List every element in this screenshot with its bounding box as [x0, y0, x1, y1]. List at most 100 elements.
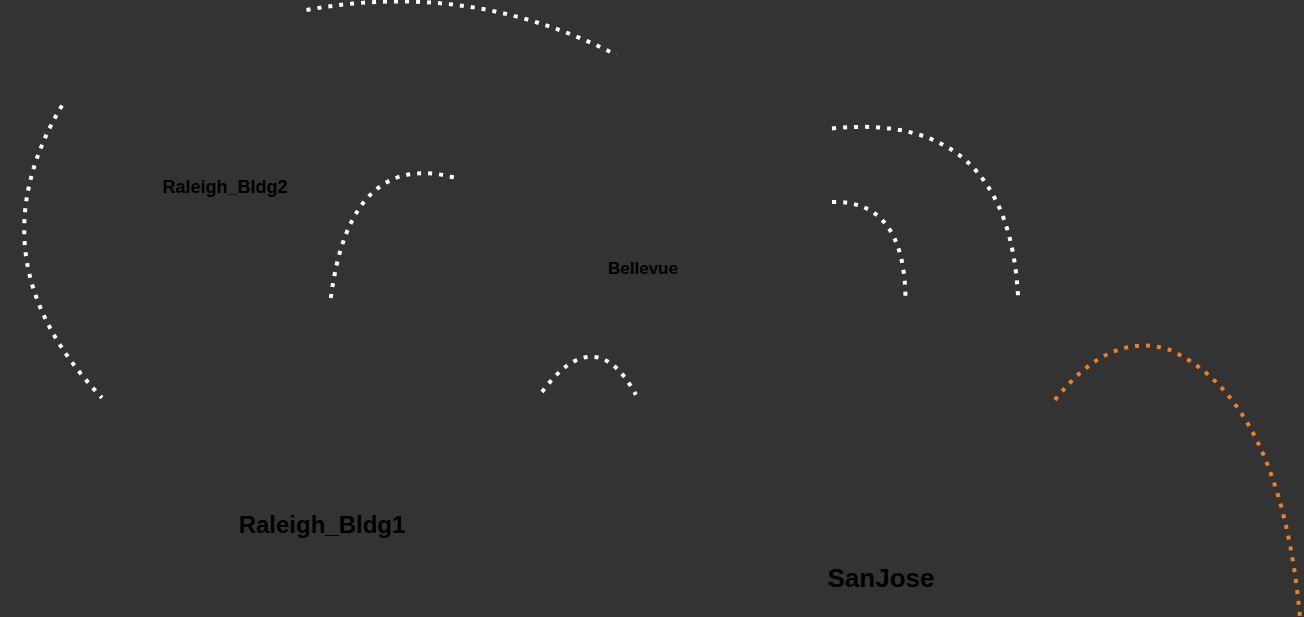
dotted-link	[832, 127, 1018, 300]
server-vent	[534, 159, 553, 160]
monitor-group	[649, 95, 753, 171]
server-vent	[230, 353, 252, 354]
server-vent	[153, 103, 171, 104]
site-cylinder: Raleigh_Bldg2	[62, 10, 388, 222]
server-vent	[563, 102, 582, 103]
monitor-side	[924, 368, 938, 429]
server-front	[557, 65, 589, 124]
dotted-link	[542, 357, 636, 395]
server-vent	[574, 155, 593, 156]
monitor-screen	[375, 350, 409, 381]
monitor-group	[233, 52, 332, 125]
monitor-screen	[987, 403, 1029, 442]
server-vent	[563, 99, 582, 100]
server-vent	[796, 438, 823, 439]
server-top	[733, 341, 791, 349]
monitor-group	[329, 344, 448, 431]
server-vent	[796, 432, 823, 433]
monitor-trace	[667, 140, 690, 153]
cylinder-side	[104, 400, 540, 580]
monitor-trace	[250, 95, 272, 108]
monitor-body	[659, 129, 699, 167]
server-vent	[197, 409, 219, 410]
server-slot	[536, 100, 552, 101]
server-front	[236, 340, 273, 428]
server-vent	[742, 412, 769, 413]
server-vent	[142, 62, 160, 63]
monitor-trace	[692, 106, 715, 119]
server-vent	[796, 427, 823, 428]
cylinder-top	[64, 37, 386, 147]
server-slot	[744, 362, 766, 363]
server-vent	[142, 54, 160, 55]
server-slot	[565, 71, 581, 72]
server-front	[136, 19, 166, 74]
server-vent	[244, 418, 266, 419]
server-vent	[230, 363, 252, 364]
monitor-body	[242, 84, 280, 120]
server-slot	[199, 350, 218, 351]
server-vent	[781, 361, 808, 362]
server-vent	[142, 65, 160, 66]
server-vent	[781, 369, 808, 370]
site-label: Bellevue	[454, 260, 832, 277]
server-side	[777, 341, 791, 453]
server-vent	[244, 392, 266, 393]
monitor-body	[402, 366, 448, 409]
server-front	[788, 350, 832, 454]
server-front	[223, 309, 260, 377]
server-group	[733, 305, 846, 454]
server-slot	[799, 362, 821, 363]
monitor-trace	[722, 125, 745, 138]
server-vent	[142, 51, 160, 52]
monitor-trace	[991, 411, 1024, 430]
server-vent	[574, 144, 593, 145]
server-vent	[796, 443, 823, 444]
server-vent	[153, 89, 171, 90]
server-group	[528, 58, 611, 167]
server-vent	[534, 155, 553, 156]
monitor-side	[257, 52, 266, 93]
server-front	[190, 340, 227, 428]
server-side	[589, 58, 599, 123]
server-top	[136, 13, 175, 19]
server-vent	[142, 59, 160, 60]
server-vent	[244, 401, 266, 402]
monitor-side	[649, 129, 658, 172]
server-vent	[116, 103, 134, 104]
server-front	[568, 91, 600, 167]
cylinder-top	[638, 340, 1124, 500]
server-vent	[230, 366, 252, 367]
server-vent	[142, 68, 160, 69]
server-vent	[116, 92, 134, 93]
server-vent	[563, 105, 582, 106]
server-front	[772, 313, 816, 394]
monitor-trace	[378, 357, 404, 372]
server-top	[788, 341, 846, 349]
server-side	[227, 332, 239, 427]
monitor-side	[966, 395, 980, 456]
server-vent	[534, 140, 553, 141]
server-front	[528, 91, 560, 167]
server-group	[190, 302, 286, 428]
server-vent	[153, 85, 171, 86]
site-cylinder: Bellevue	[454, 55, 832, 300]
site-cylinder: SanJose	[636, 300, 1126, 616]
monitor-body	[266, 52, 304, 88]
monitor-side	[888, 416, 902, 477]
server-vent	[116, 89, 134, 90]
orange-dotted-link	[1055, 346, 1300, 617]
monitor-screen	[271, 57, 299, 83]
server-vent	[781, 365, 808, 366]
server-top	[772, 305, 830, 313]
server-top	[147, 38, 186, 44]
server-vent	[153, 96, 171, 97]
monitor-group	[888, 368, 1037, 477]
dotted-link	[24, 105, 102, 397]
monitor-body	[937, 368, 994, 422]
server-vent	[197, 401, 219, 402]
server-vent	[534, 148, 553, 149]
monitor-body	[901, 416, 958, 470]
